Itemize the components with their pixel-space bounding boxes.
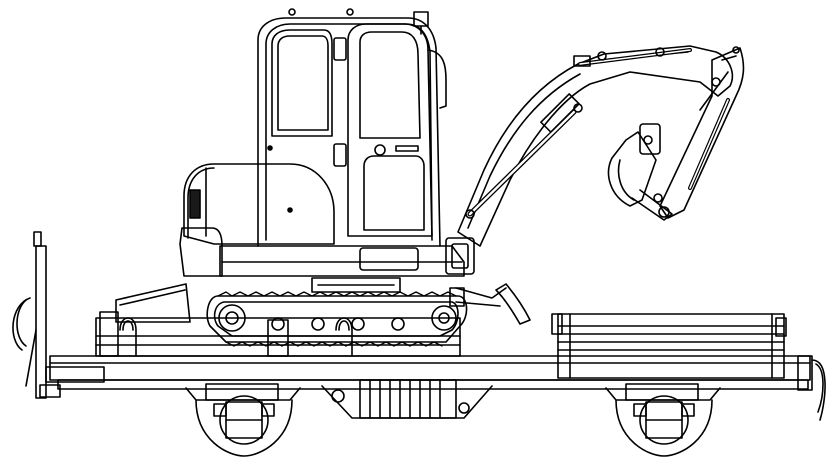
- left-wheelset: [186, 384, 300, 456]
- right-rack: [552, 314, 786, 378]
- engine-hood: [180, 164, 334, 276]
- operator-cab: [258, 9, 446, 246]
- bucket: [609, 124, 672, 220]
- deck-left: [96, 318, 460, 356]
- left-buffer: [46, 367, 104, 382]
- flatcar: [13, 232, 825, 456]
- excavator: [180, 9, 743, 346]
- right-wheelset: [606, 384, 720, 456]
- underframe-box: [322, 380, 492, 418]
- boom: [458, 46, 732, 246]
- left-end-post: [13, 232, 60, 398]
- stick-arm: [660, 47, 743, 218]
- side-board: [116, 284, 190, 322]
- main-frame: [50, 356, 810, 380]
- track-undercarriage: [207, 278, 466, 346]
- upper-frame: [220, 238, 474, 276]
- dozer-blade: [450, 284, 530, 324]
